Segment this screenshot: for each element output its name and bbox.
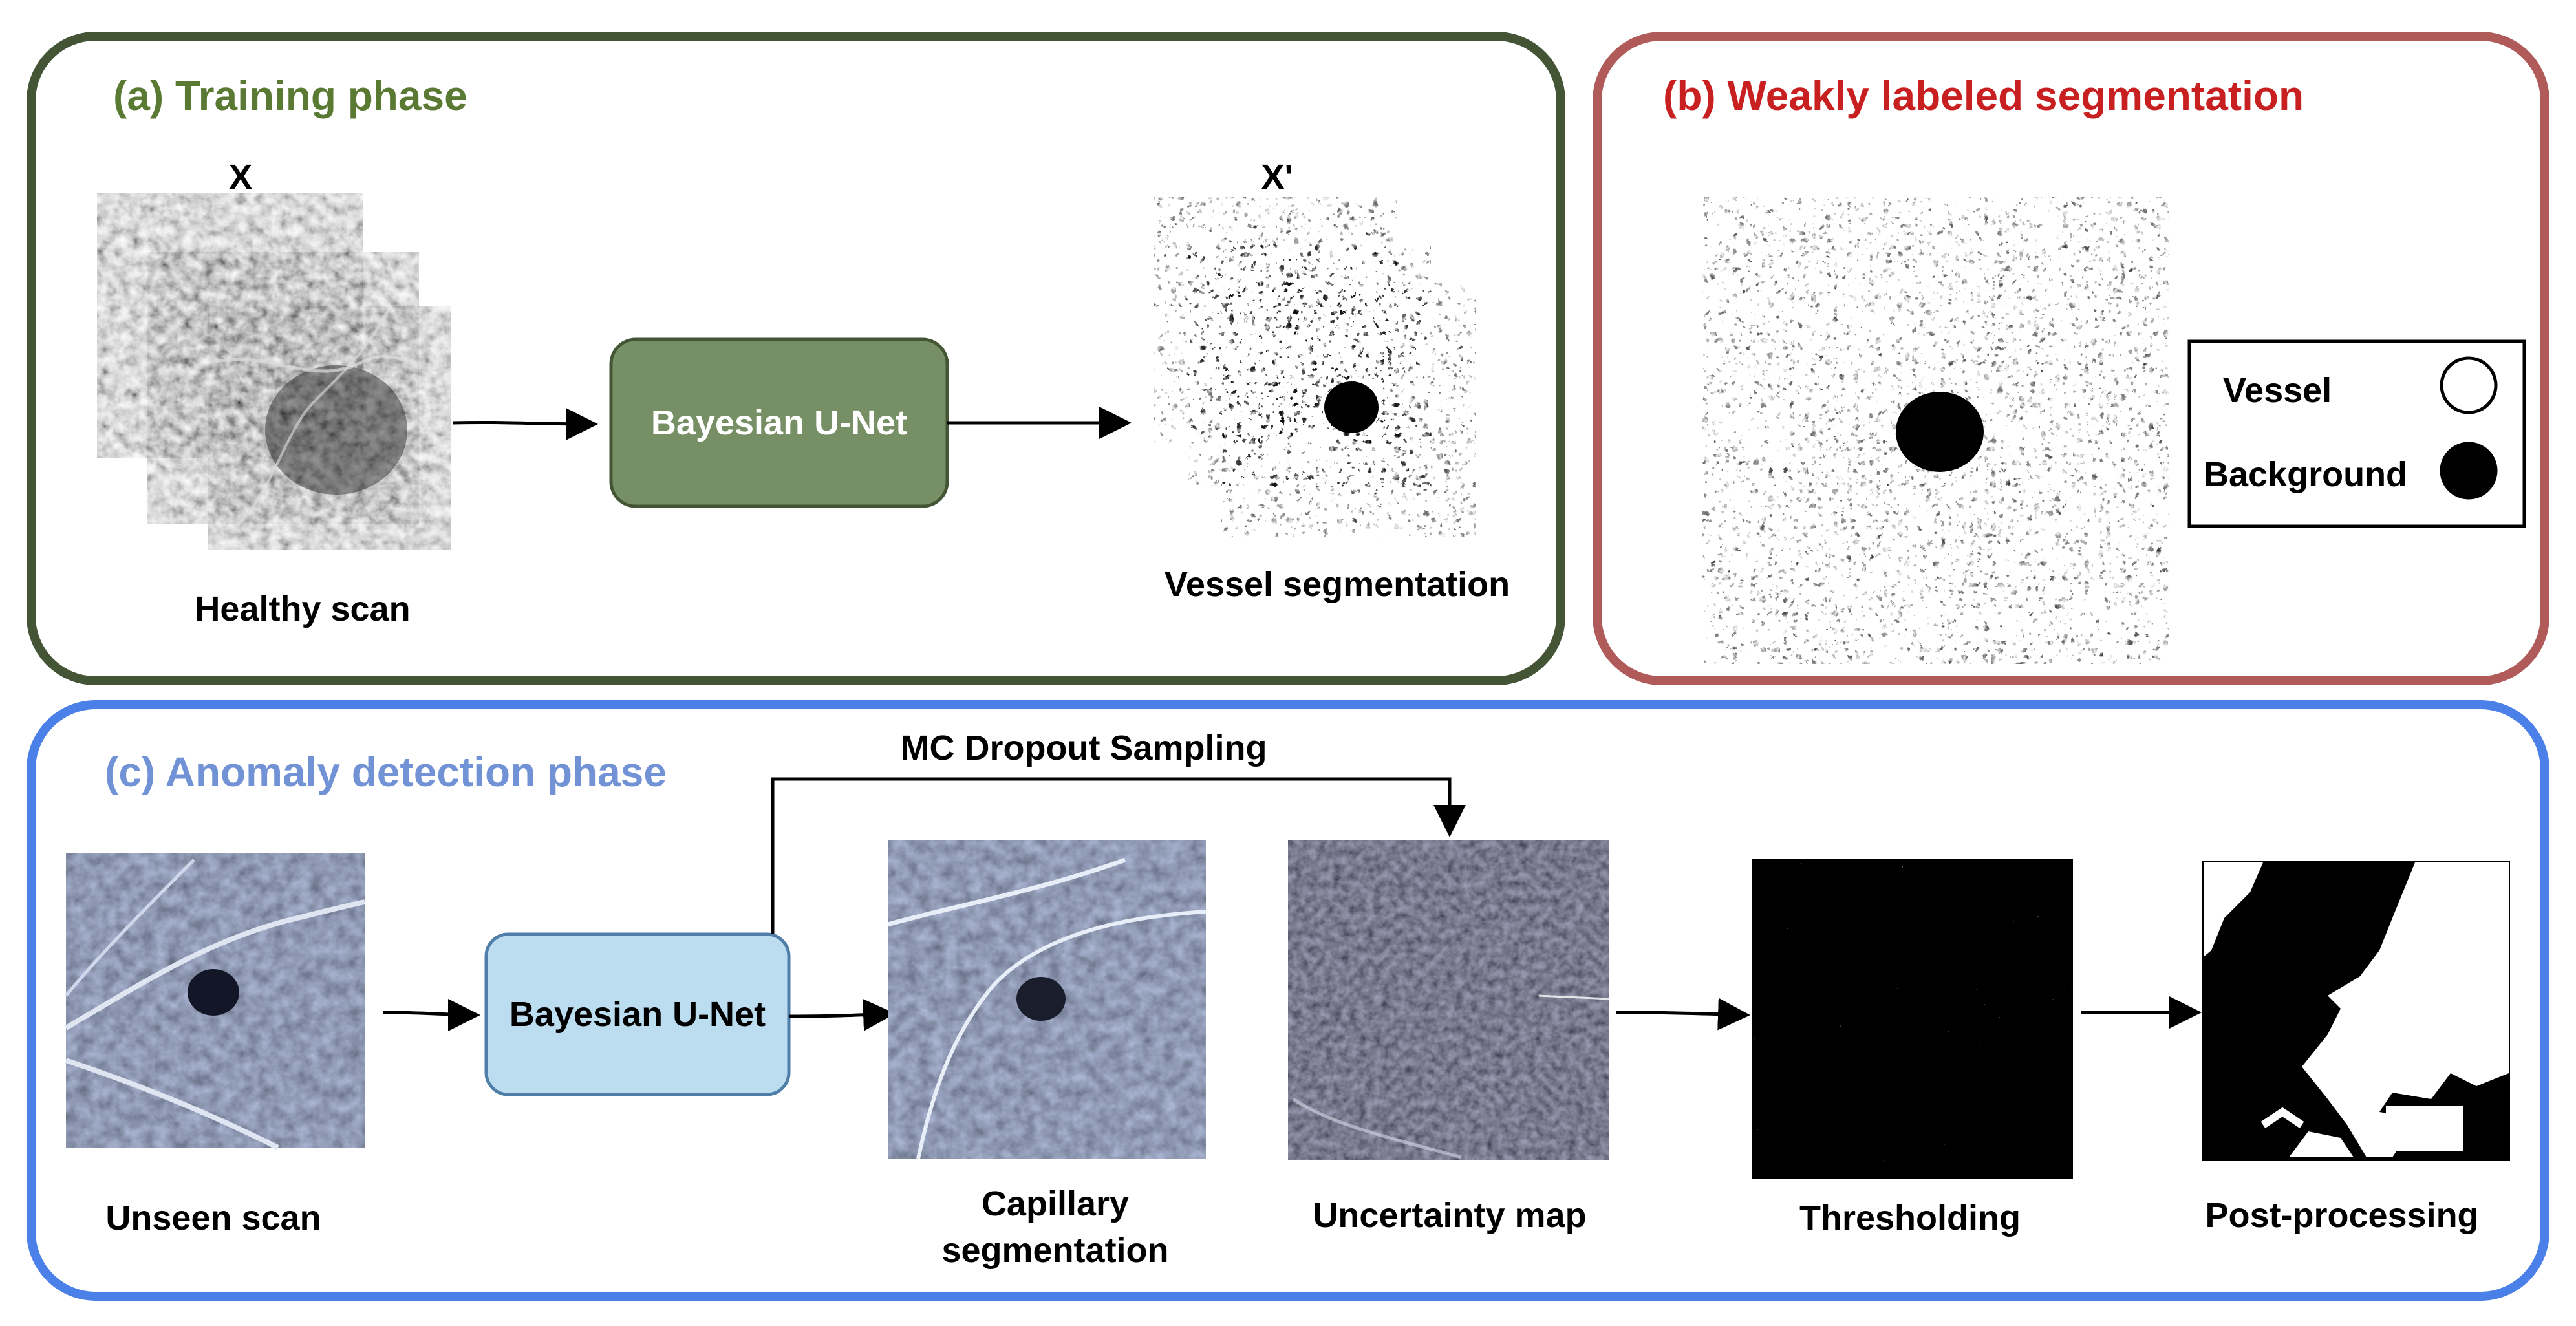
uncertainty-map-image [1288,840,1609,1160]
weak-label-image [1701,194,2169,664]
post-processing-caption: Post-processing [2205,1196,2478,1235]
unseen-scan-caption: Unseen scan [105,1199,321,1237]
arrow-uncertainty-to-threshold [1616,998,1750,1031]
weak-label-legend: Vessel Background [2187,339,2526,528]
thresholding-caption: Thresholding [1799,1199,2021,1237]
uncertainty-map-caption: Uncertainty map [1313,1196,1586,1235]
capillary-caption-line1: Capillary [982,1184,1129,1223]
mc-dropout-label: MC Dropout Sampling [901,729,1267,767]
weak-label-panel [1593,32,2549,685]
training-panel [27,32,1565,685]
legend-vessel-swatch [2440,356,2498,414]
input-symbol-x: X [229,158,252,197]
anomaly-panel [27,700,2549,1301]
unseen-scan-image [64,853,365,1150]
thresholding-image [1752,859,2073,1179]
capillary-caption-line2: segmentation [941,1231,1168,1270]
anomaly-model-box [484,932,791,1096]
weak-label-panel-title: (b) Weakly labeled segmentation [1663,72,2304,119]
output-symbol-x-prime: X' [1261,158,1293,197]
training-model-label: Bayesian U-Net [651,403,907,442]
legend-background-label: Background [2204,455,2407,494]
arrow-model-to-capillary [788,998,896,1031]
capillary-segmentation-image [887,840,1207,1159]
post-processing-image [2202,861,2510,1161]
healthy-scan-caption: Healthy scan [195,590,410,628]
arrow-unseen-to-model [382,998,480,1031]
healthy-scan-stack [96,191,453,551]
legend-vessel-label: Vessel [2223,371,2332,410]
mc-dropout-loop-arrow [771,777,1466,934]
anomaly-model-label: Bayesian U-Net [510,995,766,1034]
training-panel-title: (a) Training phase [113,72,467,119]
vessel-segmentation-caption: Vessel segmentation [1165,565,1510,604]
vessel-segmentation-stack [1153,196,1477,538]
arrow-scan-to-model [452,407,598,440]
legend-background-swatch [2440,442,2498,500]
anomaly-panel-title: (c) Anomaly detection phase [105,749,667,795]
